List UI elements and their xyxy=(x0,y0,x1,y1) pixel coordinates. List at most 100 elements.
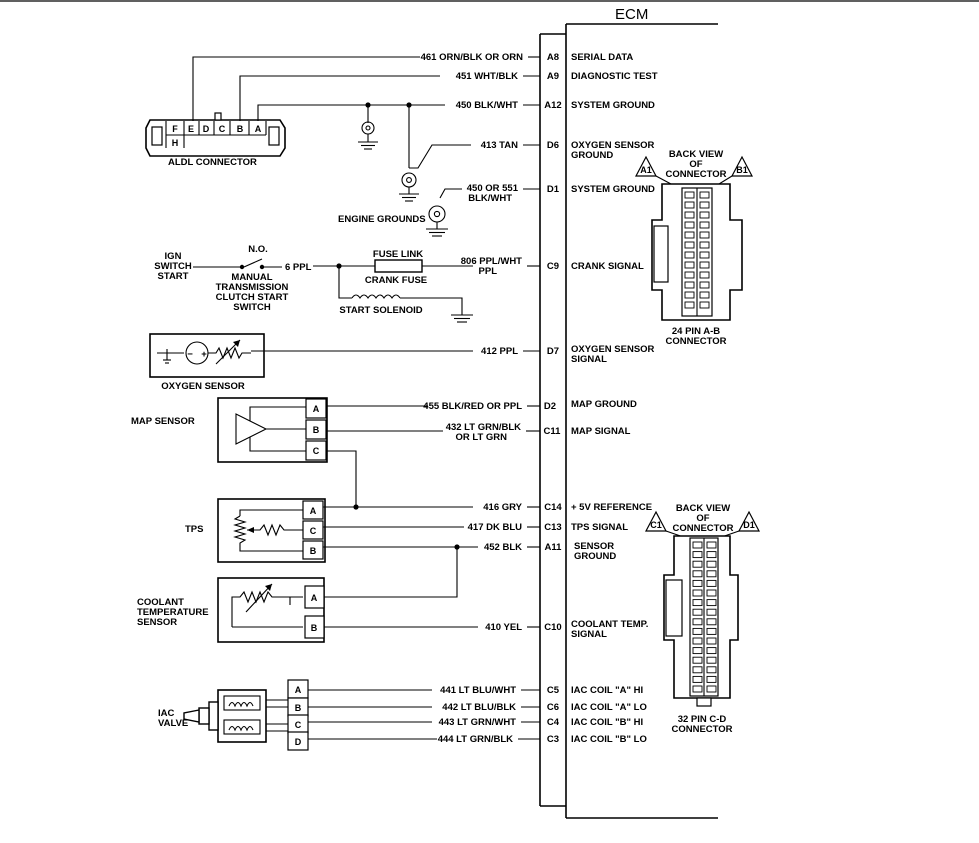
wire-label: 452 BLK xyxy=(484,542,522,553)
pin-label: C3 xyxy=(547,734,559,745)
function-label: + 5V REFERENCE xyxy=(571,502,652,513)
connector-pin xyxy=(692,675,703,683)
sensor-label: SENSOR xyxy=(137,617,177,628)
start-solenoid-label: START SOLENOID xyxy=(339,305,422,316)
wire-label: 450 OR 551 xyxy=(467,183,519,194)
function-label: OXYGEN SENSOR xyxy=(571,344,655,355)
pin-label: C9 xyxy=(547,261,559,272)
map-sensor-label: MAP SENSOR xyxy=(131,416,195,427)
connector-pin xyxy=(699,191,710,199)
circuit-iac-a-lo: 442 LT BLU/BLK C6 IAC COIL "A" LO xyxy=(442,702,647,713)
wire-label: 455 BLK/RED OR PPL xyxy=(423,401,522,412)
circuit-diagnostic-test: 451 WHT/BLK A9 DIAGNOSTIC TEST xyxy=(456,71,658,82)
connector-pin xyxy=(692,666,703,674)
circuit-tps-signal: 417 DK BLU C13 TPS SIGNAL xyxy=(468,522,629,533)
circuit-serial-data: 461 ORN/BLK OR ORN A8 SERIAL DATA xyxy=(421,52,634,63)
plus-sign: + xyxy=(201,349,207,360)
pin-label: A9 xyxy=(547,71,559,82)
connector-pin xyxy=(706,627,717,635)
back-view-label: BACK VIEW xyxy=(669,149,723,160)
map-sensor: A B C MAP SENSOR xyxy=(131,397,328,463)
crank-wiring xyxy=(313,265,473,323)
connector-pins xyxy=(692,541,717,693)
aldl-pin-d: D xyxy=(203,124,210,134)
clutch-switch-label: MANUAL TRANSMISSION CLUTCH START SWITCH xyxy=(216,272,289,313)
connector-pin xyxy=(692,579,703,587)
connector-pin xyxy=(692,560,703,568)
aldl-connector: F E D C B A H ALDL CONNECTOR xyxy=(145,112,286,168)
ground-eyelet-2 xyxy=(399,172,419,202)
function-label: DIAGNOSTIC TEST xyxy=(571,71,658,82)
wire-label-2: PPL xyxy=(479,266,498,277)
junction-dot xyxy=(353,504,359,510)
clutch-start-switch xyxy=(193,258,282,268)
connector-pin xyxy=(706,551,717,559)
coolant-label: COOLANT xyxy=(137,597,184,608)
marker-a1: A1 xyxy=(640,165,652,175)
function-label: CRANK SIGNAL xyxy=(571,261,644,272)
connector-pin xyxy=(699,291,710,299)
pin-label: D2 xyxy=(544,401,556,412)
connector-pin xyxy=(684,271,695,279)
connector-pin xyxy=(692,656,703,664)
map-pin-b: B xyxy=(313,425,320,435)
ground-eyelet-3 xyxy=(426,205,448,237)
marker-triangle xyxy=(635,155,657,177)
connector-cd-label-2: CONNECTOR xyxy=(671,724,732,735)
start-solenoid-coil xyxy=(351,294,401,299)
tps-pin-c: C xyxy=(310,526,317,536)
connector-pin xyxy=(706,570,717,578)
connector-pin xyxy=(692,618,703,626)
switch-label: SWITCH xyxy=(154,261,192,272)
junction-dot xyxy=(454,544,460,550)
fuse-link-label: FUSE LINK xyxy=(373,249,423,260)
connector-pin xyxy=(692,589,703,597)
connector-label: CONNECTOR xyxy=(672,523,733,534)
connector-pin xyxy=(684,221,695,229)
tps-pin-a: A xyxy=(310,506,317,516)
pin-label: A8 xyxy=(547,52,559,63)
map-pin-a: A xyxy=(313,404,320,414)
ign-label: IGN xyxy=(165,251,182,262)
connector-pin xyxy=(684,301,695,309)
back-view-label: BACK VIEW xyxy=(676,503,730,514)
connector-pin xyxy=(692,627,703,635)
connector-label: CONNECTOR xyxy=(665,169,726,180)
connector-pin xyxy=(706,666,717,674)
junction-dot xyxy=(336,263,342,269)
pin-label: C5 xyxy=(547,685,560,696)
transmission-label: TRANSMISSION xyxy=(216,282,289,293)
six-ppl-label: 6 PPL xyxy=(285,262,312,273)
connector-pin xyxy=(684,261,695,269)
wire-label-2: BLK/WHT xyxy=(468,193,512,204)
tps: A C B TPS xyxy=(185,498,326,563)
connector-pin xyxy=(692,608,703,616)
connector-cd-label: 32 PIN C-D xyxy=(678,714,727,725)
connector-pin xyxy=(692,551,703,559)
connector-32-pin-cd: BACK VIEW OF CONNECTOR C1 D1 32 PIN C-D … xyxy=(645,503,760,735)
wire-label: 416 GRY xyxy=(483,502,522,513)
connector-pin xyxy=(699,221,710,229)
pin-label: C14 xyxy=(544,502,562,513)
connector-pin xyxy=(699,231,710,239)
ground-eyelet-1 xyxy=(358,121,378,150)
ecm-block: ECM xyxy=(539,6,718,819)
aldl-wiring xyxy=(192,56,471,199)
pin-label: A11 xyxy=(545,542,563,553)
tps-wiring xyxy=(323,506,478,598)
tps-label: TPS xyxy=(185,524,203,535)
map-wiring xyxy=(327,405,443,507)
wire-label: 450 BLK/WHT xyxy=(456,100,518,111)
function-label: IAC COIL "B" LO xyxy=(571,734,647,745)
ign-switch-label: IGN SWITCH START xyxy=(154,251,192,282)
circuit-oxygen-sensor-signal: 412 PPL D7 OXYGEN SENSOR SIGNAL xyxy=(481,344,655,365)
connector-pins xyxy=(684,191,710,309)
connector-pin xyxy=(706,656,717,664)
wire-label: 442 LT BLU/BLK xyxy=(442,702,516,713)
connector-pin xyxy=(692,541,703,549)
circuit-system-ground: 450 BLK/WHT A12 SYSTEM GROUND xyxy=(456,100,655,111)
pin-label: D6 xyxy=(547,140,559,151)
connector-pin xyxy=(684,231,695,239)
connector-ab-label: 24 PIN A-B xyxy=(672,326,720,337)
connector-pin xyxy=(706,541,717,549)
